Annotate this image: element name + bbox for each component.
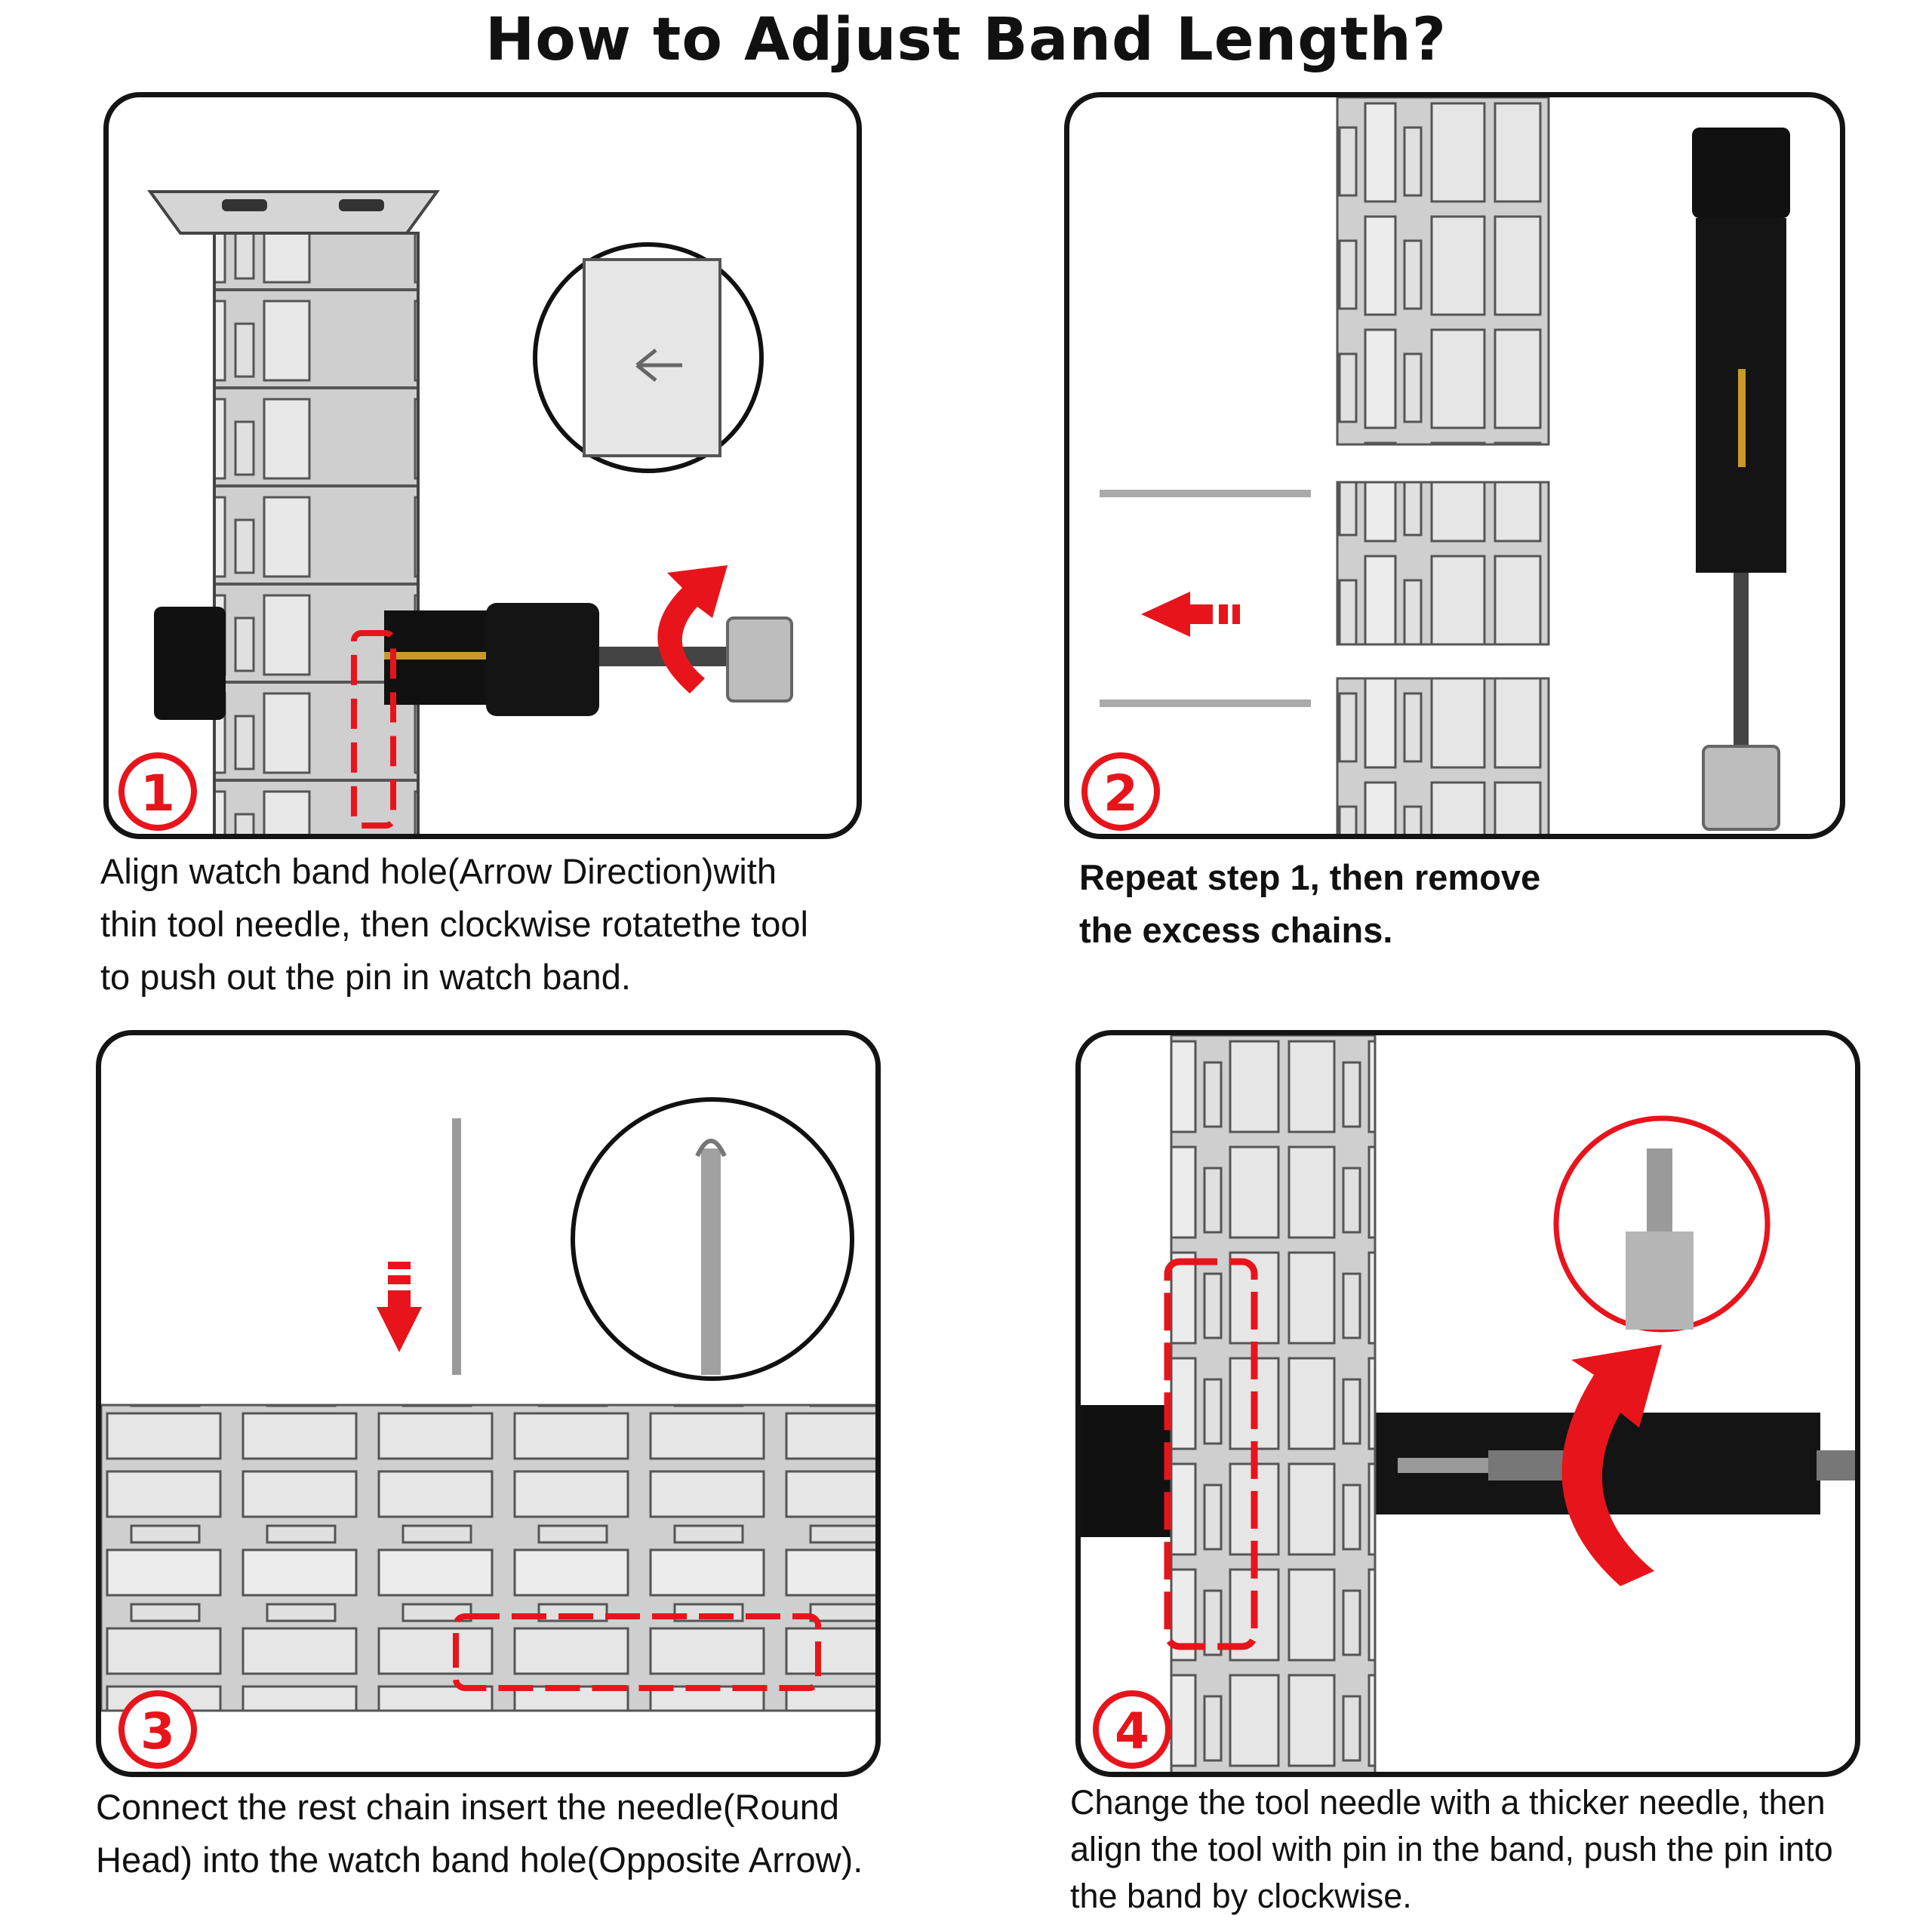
caption-line: Repeat step 1, then remove — [1079, 857, 1541, 897]
step-1-panel: 1 — [103, 92, 862, 839]
arrow-icon — [377, 1307, 422, 1352]
round-head-needle — [452, 1118, 461, 1375]
tool-top-knob — [1692, 128, 1790, 218]
hole-highlight — [351, 630, 396, 829]
step-1-illustration: 1 — [118, 190, 793, 834]
caption-line: to push out the pin in watch band. — [100, 957, 631, 997]
step-number: 3 — [140, 1702, 175, 1760]
caption-line: the band by clockwise. — [1070, 1877, 1412, 1915]
watch-band — [101, 1404, 875, 1712]
step-3-panel: 3 — [96, 1030, 881, 1777]
step-number: 2 — [1103, 764, 1138, 823]
caption-line: the excess chains. — [1079, 910, 1393, 950]
step-3-illustration: 3 — [101, 1097, 875, 1769]
band-removed-link — [1336, 481, 1550, 646]
watch-band — [1170, 1035, 1377, 1772]
thick-needle — [1398, 1458, 1488, 1473]
caption-line: align the tool with pin in the band, pus… — [1070, 1830, 1833, 1868]
step-number-badge — [1093, 1690, 1171, 1769]
caption-line: Change the tool needle with a thicker ne… — [1070, 1783, 1826, 1822]
tool-left-knob — [1081, 1405, 1179, 1537]
tool-body — [486, 603, 599, 716]
hole-highlight — [1164, 1258, 1258, 1650]
step-2-caption: Repeat step 1, then remove the excess ch… — [1079, 851, 1540, 957]
tool-needle — [1738, 369, 1746, 467]
step-number-badge — [118, 752, 197, 831]
caption-line: Head) into the watch band hole(Opposite … — [96, 1840, 863, 1880]
step-number-badge — [118, 1690, 197, 1769]
step-number-badge — [1081, 752, 1160, 831]
curved-arrow-icon — [657, 565, 728, 693]
band-upper — [1336, 97, 1550, 446]
caption-line: thin tool needle, then clockwise rotatet… — [100, 904, 808, 944]
step-number: 4 — [1115, 1702, 1149, 1760]
tool-thumb-screw — [1702, 745, 1780, 831]
step-4-illustration: 4 — [1081, 1035, 1855, 1772]
caption-line: Connect the rest chain insert the needle… — [96, 1787, 840, 1827]
band-lower — [1336, 677, 1550, 834]
curved-arrow-icon — [1561, 1345, 1662, 1586]
hole-highlight — [453, 1613, 821, 1691]
step-2-panel: 2 — [1064, 92, 1845, 839]
step-4-caption: Change the tool needle with a thicker ne… — [1070, 1779, 1833, 1920]
tool-left-knob — [154, 607, 226, 720]
pin — [1100, 700, 1311, 707]
page-title: How to Adjust Band Length? — [485, 6, 1447, 74]
step-1-caption: Align watch band hole(Arrow Direction)wi… — [100, 845, 808, 1004]
arrow-icon — [1141, 592, 1190, 637]
arrow-icon — [635, 349, 682, 382]
watch-band — [213, 232, 420, 834]
caption-line: Align watch band hole(Arrow Direction)wi… — [100, 851, 777, 891]
step-3-caption: Connect the rest chain insert the needle… — [96, 1781, 863, 1886]
pin — [1100, 490, 1311, 497]
step-number: 1 — [140, 764, 175, 823]
step-4-panel: 4 — [1075, 1030, 1860, 1777]
step-2-illustration: 2 — [1081, 97, 1790, 834]
tool-thumb-screw — [726, 617, 793, 703]
